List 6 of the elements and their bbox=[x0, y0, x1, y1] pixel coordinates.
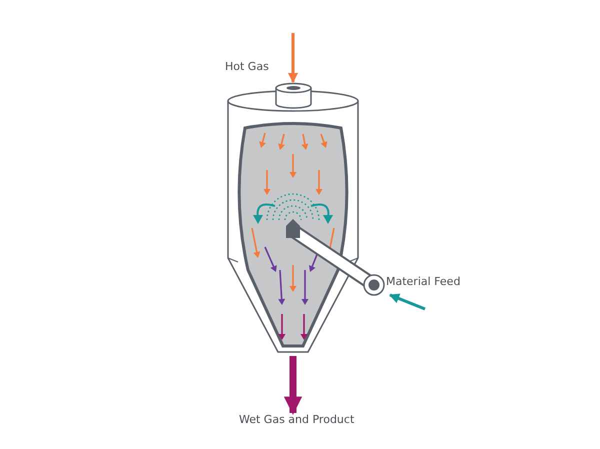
flow-label: Hot Gas bbox=[225, 60, 269, 73]
flow-label: Wet Gas and Product bbox=[239, 413, 354, 426]
flow-arrow bbox=[284, 356, 302, 415]
flow-label: Material Feed bbox=[386, 275, 460, 288]
flow-arrow bbox=[288, 33, 298, 84]
flow-arrow bbox=[389, 294, 426, 310]
